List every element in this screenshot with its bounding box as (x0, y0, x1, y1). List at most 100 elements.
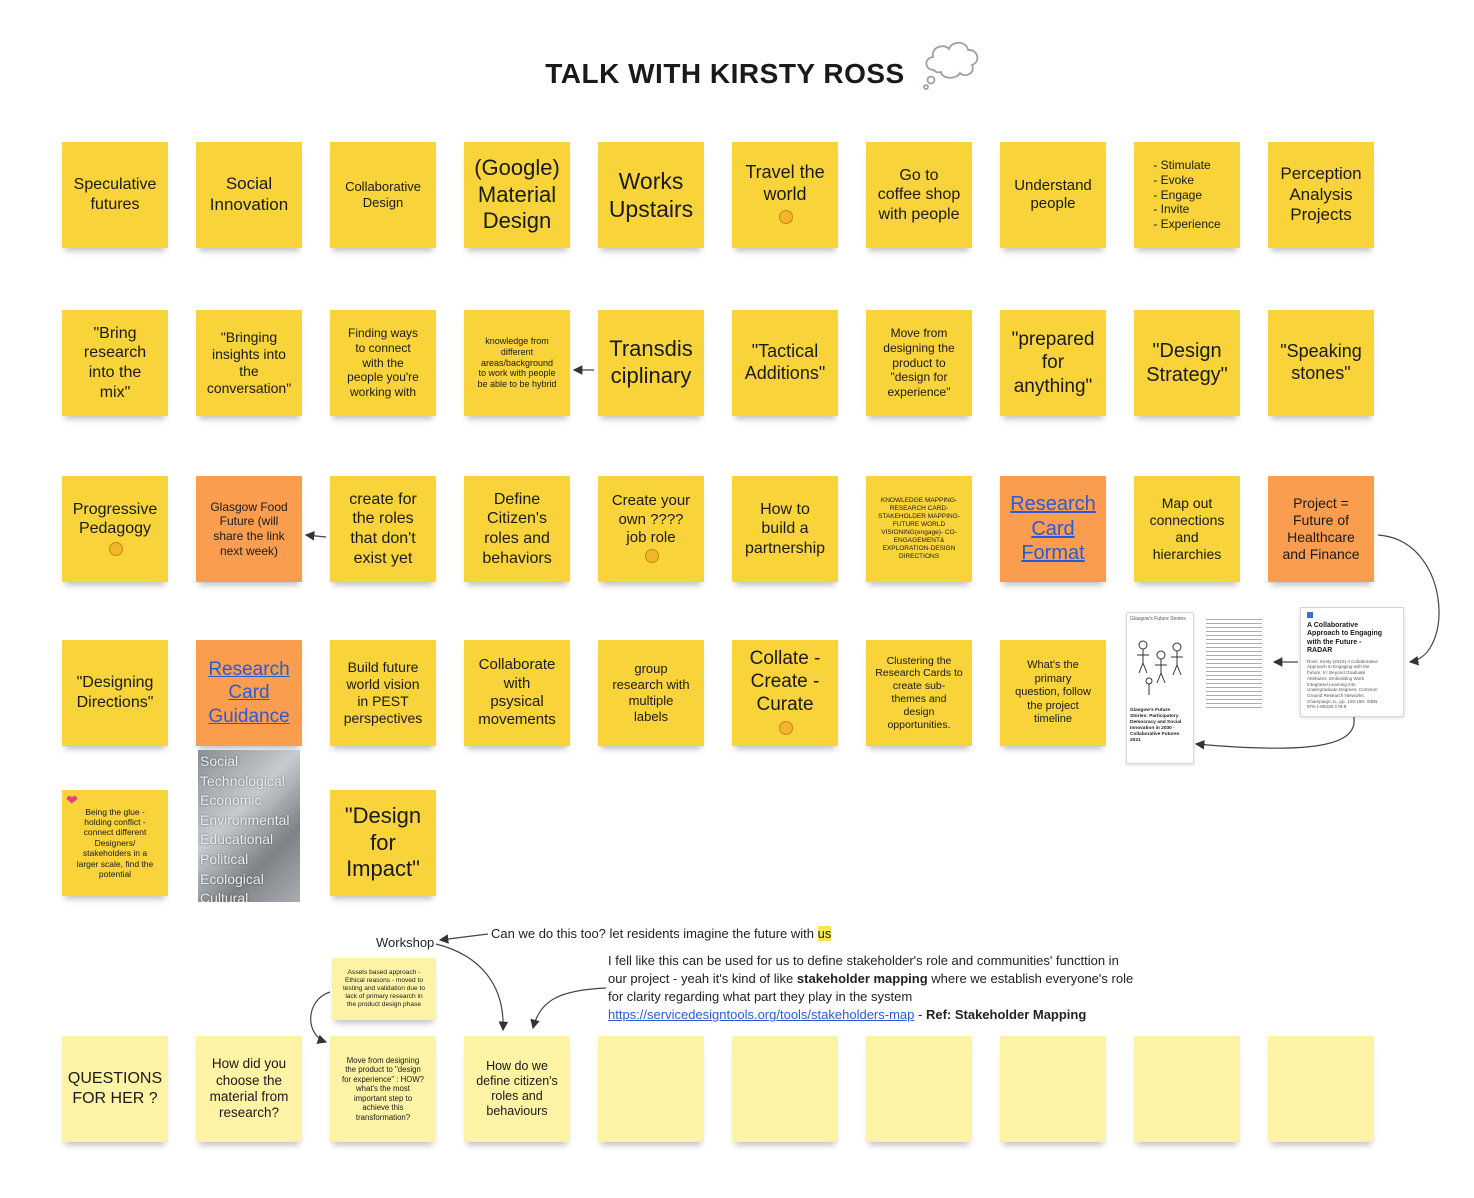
note-text: Travel the world (745, 162, 825, 205)
sweat-smile-emoji-icon (779, 721, 793, 736)
note-text: Works Upstairs (608, 167, 694, 222)
doc-icon (1307, 612, 1313, 618)
sticky-note[interactable]: Collaborate with psysical movements (464, 640, 570, 746)
sticky-note[interactable]: Create your own ???? job role (598, 476, 704, 582)
comment-line-4: https://servicedesigntools.org/tools/sta… (608, 1006, 1168, 1024)
sticky-note[interactable]: "Speaking stones" (1268, 310, 1374, 416)
sticky-note[interactable]: "Designing Directions" (62, 640, 168, 746)
sticky-note-orange[interactable]: Research Card Guidance (196, 640, 302, 746)
sticky-note-orange[interactable]: Glasgow Food Future (will share the link… (196, 476, 302, 582)
pest-word: Technological (200, 772, 285, 789)
sweat-smile-emoji-icon (108, 541, 123, 556)
ref-separator: - (914, 1007, 926, 1022)
note-text: "Tactical Additions" (744, 341, 826, 383)
document-reference-radar[interactable]: A Collaborative Approach to Engaging wit… (1300, 607, 1404, 717)
note-text: Perception Analysis Projects (1280, 163, 1362, 225)
pest-word: Economic (200, 792, 262, 809)
note-text: Collaborate with psysical movements (478, 656, 556, 729)
note-text: Assets based approach - Ethical reasons … (342, 968, 426, 1009)
note-text: Move from designing the product to "desi… (341, 1055, 425, 1122)
sticky-note[interactable]: KNOWLEDGE MAPPING- RESEARCH CARD- STAKEH… (866, 476, 972, 582)
note-text: Progressive Pedagogy (72, 500, 158, 538)
sticky-note-pale[interactable]: Assets based approach - Ethical reasons … (332, 958, 436, 1020)
note-text: Being the glue - holding conflict - conn… (76, 806, 154, 879)
sticky-note[interactable]: Finding ways to connect with the people … (330, 310, 436, 416)
sticky-note[interactable]: "Design Strategy" (1134, 310, 1240, 416)
sticky-note[interactable]: Progressive Pedagogy (62, 476, 168, 582)
sticky-note[interactable]: Speculative futures (62, 142, 168, 248)
empty-sticky-note[interactable] (1268, 1036, 1374, 1142)
note-text: "Bring research into the mix" (83, 324, 147, 401)
sticky-note[interactable]: "prepared for anything" (1000, 310, 1106, 416)
sticky-note[interactable]: (Google) Material Design (464, 142, 570, 248)
note-text: Build future world vision in PEST perspe… (343, 658, 423, 727)
empty-sticky-note[interactable] (598, 1036, 704, 1142)
empty-sticky-note[interactable] (1000, 1036, 1106, 1142)
note-text: (Google) Material Design (474, 154, 560, 234)
note-text: Move from designing the product to "desi… (883, 326, 955, 399)
sticky-note[interactable]: Collaborative Design (330, 142, 436, 248)
empty-sticky-note[interactable] (732, 1036, 838, 1142)
doc-cover-caption: Glasgow's Future Stories: Participatory … (1130, 708, 1182, 743)
thought-cloud-icon (923, 41, 979, 90)
sticky-note-orange[interactable]: Research Card Format (1000, 476, 1106, 582)
sticky-note[interactable]: group research with multiple labels (598, 640, 704, 746)
note-text: - Stimulate - Evoke - Engage - Invite - … (1153, 158, 1221, 231)
sticky-note-pale[interactable]: How do we define citizen's roles and beh… (464, 1036, 570, 1142)
sticky-note[interactable]: Works Upstairs (598, 142, 704, 248)
note-text: Clustering the Research Cards to create … (875, 654, 963, 731)
sticky-note[interactable]: Build future world vision in PEST perspe… (330, 640, 436, 746)
note-text: "Speaking stones" (1280, 341, 1362, 383)
sticky-note[interactable]: Transdis ciplinary (598, 310, 704, 416)
sticky-note[interactable]: Map out connections and hierarchies (1134, 476, 1240, 582)
sticky-note[interactable]: What's the primary question, follow the … (1000, 640, 1106, 746)
note-text: "Design Strategy" (1146, 339, 1228, 386)
sticky-note[interactable]: ❤ Being the glue - holding conflict - co… (62, 790, 168, 896)
sticky-note[interactable]: Understand people (1000, 142, 1106, 248)
sticky-note-pale[interactable]: QUESTIONS FOR HER ? (62, 1036, 168, 1142)
sticky-note[interactable]: Clustering the Research Cards to create … (866, 640, 972, 746)
sticky-note[interactable]: "Bring research into the mix" (62, 310, 168, 416)
sticky-note-pale[interactable]: Move from designing the product to "desi… (330, 1036, 436, 1142)
note-text: Transdis ciplinary (609, 336, 693, 388)
sticky-note[interactable]: Perception Analysis Projects (1268, 142, 1374, 248)
sticky-note[interactable]: How to build a partnership (732, 476, 838, 582)
doc-paper-title: A Collaborative Approach to Engaging wit… (1307, 622, 1383, 655)
sticky-note[interactable]: Travel the world (732, 142, 838, 248)
empty-sticky-note[interactable] (866, 1036, 972, 1142)
note-text: How to build a partnership (744, 500, 826, 557)
note-text: Glasgow Food Future (will share the link… (210, 499, 288, 558)
sticky-note[interactable]: Go to coffee shop with people (866, 142, 972, 248)
sticky-note-orange[interactable]: Project = Future of Healthcare and Finan… (1268, 476, 1374, 582)
document-thumbnail-glasgow-stories[interactable]: Glasgow's Future Stories Glasgow's Futur… (1126, 612, 1194, 764)
board-title: TALK WITH KIRSTY ROSS (545, 58, 905, 89)
empty-sticky-note[interactable] (1134, 1036, 1240, 1142)
comment-line-1: I fell like this can be used for us to d… (608, 953, 1119, 968)
sticky-note[interactable]: knowledge from different areas/backgroun… (464, 310, 570, 416)
pest-perspectives-image[interactable]: Social Technological Economic Environmen… (198, 750, 300, 902)
comment-text: our project - yeah it's kind of like (608, 971, 797, 986)
sticky-note[interactable]: Collate - Create - Curate (732, 640, 838, 746)
note-text: group research with multiple labels (612, 661, 690, 724)
note-text: KNOWLEDGE MAPPING- RESEARCH CARD- STAKEH… (878, 497, 960, 560)
note-text: Collaborative Design (345, 179, 421, 210)
stakeholders-map-link[interactable]: https://servicedesigntools.org/tools/sta… (608, 1007, 915, 1022)
sticky-note[interactable]: - Stimulate - Evoke - Engage - Invite - … (1134, 142, 1240, 248)
sticky-note-pale[interactable]: How did you choose the material from res… (196, 1036, 302, 1142)
note-text: How did you choose the material from res… (209, 1056, 289, 1121)
sticky-note[interactable]: "Tactical Additions" (732, 310, 838, 416)
sticky-note[interactable]: "Design for Impact" (330, 790, 436, 896)
cover-illustration-icon (1137, 640, 1183, 695)
sticky-note[interactable]: create for the roles that don't exist ye… (330, 476, 436, 582)
pest-word: Social (200, 753, 239, 769)
sticky-note[interactable]: Social Innovation (196, 142, 302, 248)
sticky-note[interactable]: Define Citizen's roles and behaviors (464, 476, 570, 582)
note-text: Map out connections and hierarchies (1149, 494, 1225, 563)
research-card-guidance-link[interactable]: Research Card Guidance (208, 659, 290, 727)
sticky-note[interactable]: "Bringing insights into the conversation… (196, 310, 302, 416)
note-text: Understand people (1014, 176, 1092, 212)
research-card-format-link[interactable]: Research Card Format (1010, 493, 1096, 565)
sticky-note[interactable]: Move from designing the product to "desi… (866, 310, 972, 416)
pest-word: Ecological (200, 870, 264, 887)
